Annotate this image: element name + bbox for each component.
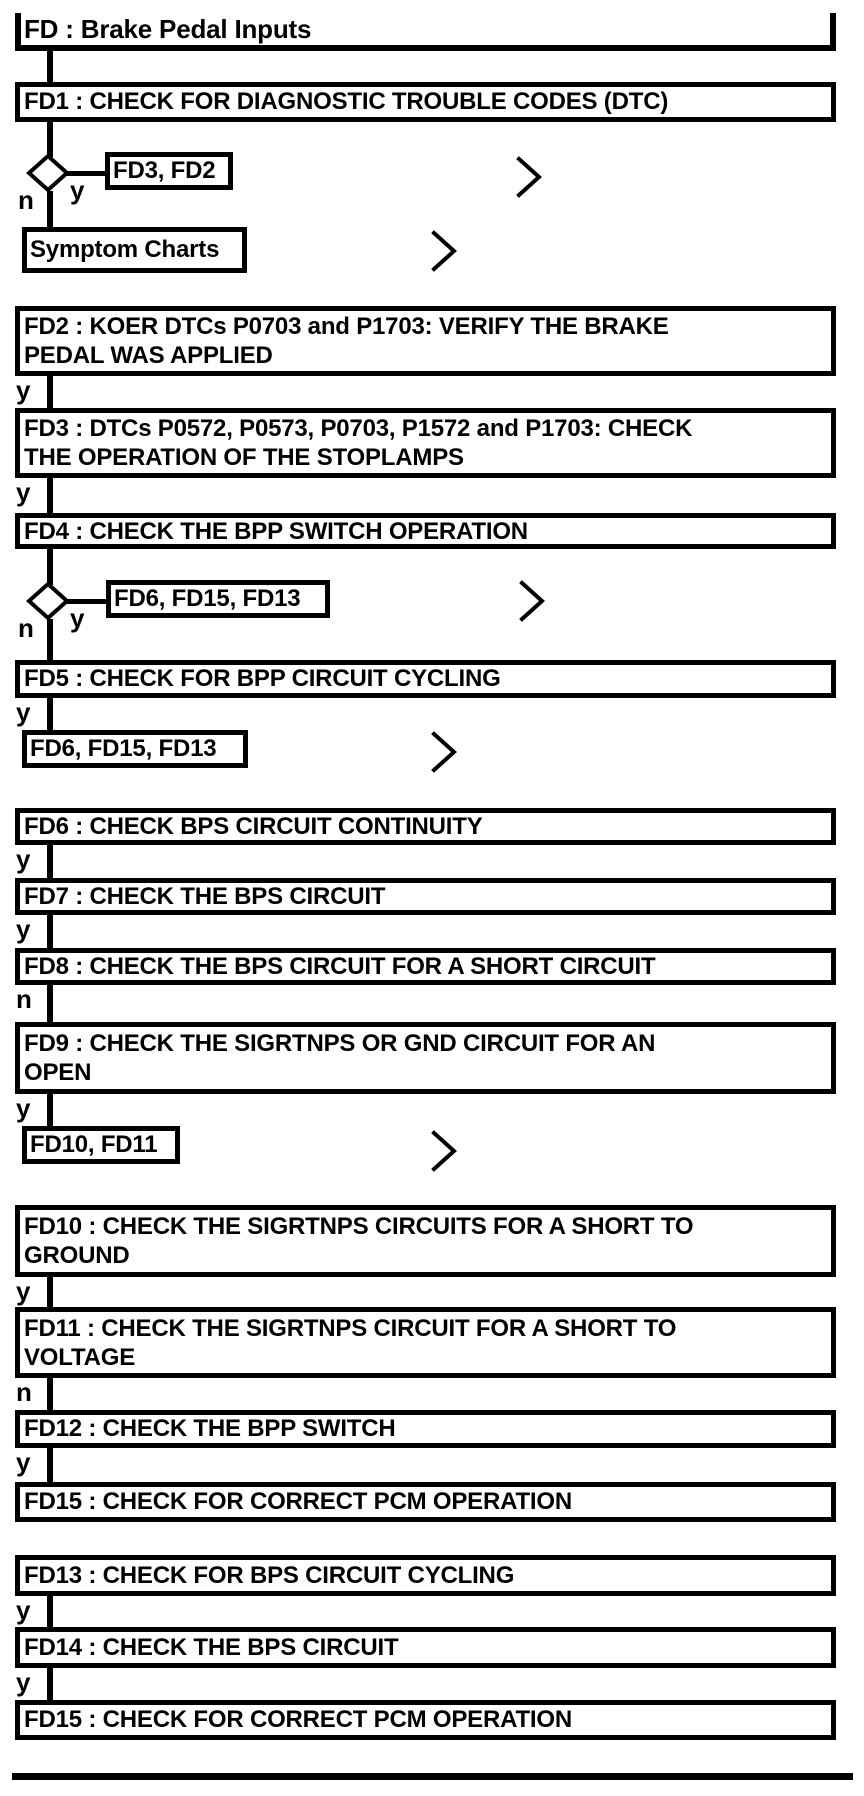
bottom-separator-rule bbox=[12, 1773, 853, 1780]
node-fd4-text: FD4 : CHECK THE BPP SWITCH OPERATION bbox=[24, 517, 528, 545]
branch-target-fd4-yes[interactable]: FD6, FD15, FD13 bbox=[106, 580, 330, 618]
branch-target-fd1-yes-label: FD3, FD2 bbox=[113, 157, 216, 184]
branch-target-fd1-no[interactable]: Symptom Charts bbox=[22, 227, 247, 273]
node-fd15-a-text: FD15 : CHECK FOR CORRECT PCM OPERATION bbox=[24, 1488, 572, 1515]
label-yes-fd12: y bbox=[16, 1447, 31, 1477]
node-fd9-line2: OPEN bbox=[24, 1059, 92, 1086]
node-fd10[interactable]: FD10 : CHECK THE SIGRTNPS CIRCUITS FOR A… bbox=[15, 1205, 836, 1277]
connector-diamond-symptom bbox=[47, 191, 53, 227]
node-fd2-line1: FD2 : KOER DTCs P0703 and P1703: VERIFY … bbox=[24, 313, 669, 340]
node-fd2-line2: PEDAL WAS APPLIED bbox=[24, 342, 273, 369]
label-yes-fd1: y bbox=[70, 175, 85, 205]
connector-fd4-diamond bbox=[47, 549, 53, 585]
node-fd12-text: FD12 : CHECK THE BPP SWITCH bbox=[24, 1415, 396, 1442]
connector-fd1-diamond bbox=[47, 122, 53, 157]
connector-fd1-yes bbox=[66, 171, 106, 176]
branch-target-fd1-no-label: Symptom Charts bbox=[30, 236, 220, 263]
connector-fd14-fd15 bbox=[47, 1668, 53, 1700]
label-yes-fd5: y bbox=[16, 697, 31, 727]
branch-target-fd9-yes-label: FD10, FD11 bbox=[30, 1131, 158, 1158]
node-fd8-text: FD8 : CHECK THE BPS CIRCUIT FOR A SHORT … bbox=[24, 953, 656, 980]
title-box-bottom-edge bbox=[15, 45, 836, 51]
node-fd9-line1: FD9 : CHECK THE SIGRTNPS OR GND CIRCUIT … bbox=[24, 1030, 656, 1057]
node-fd12[interactable]: FD12 : CHECK THE BPP SWITCH bbox=[15, 1410, 836, 1448]
page-title: FD : Brake Pedal Inputs bbox=[24, 14, 312, 44]
connector-fd10-fd11 bbox=[47, 1277, 53, 1307]
label-yes-fd10: y bbox=[16, 1276, 31, 1306]
label-yes-fd14: y bbox=[16, 1667, 31, 1697]
connector-fd13-fd14 bbox=[47, 1596, 53, 1627]
connector-fd4-yes bbox=[66, 599, 108, 604]
label-yes-fd7: y bbox=[16, 914, 31, 944]
node-fd6[interactable]: FD6 : CHECK BPS CIRCUIT CONTINUITY bbox=[15, 808, 836, 845]
node-fd10-line1: FD10 : CHECK THE SIGRTNPS CIRCUITS FOR A… bbox=[24, 1213, 694, 1240]
node-fd11-line1: FD11 : CHECK THE SIGRTNPS CIRCUIT FOR A … bbox=[24, 1314, 677, 1342]
label-no-fd1: n bbox=[18, 185, 34, 215]
branch-target-fd9-yes[interactable]: FD10, FD11 bbox=[22, 1126, 180, 1164]
node-fd11-line2: VOLTAGE bbox=[24, 1343, 136, 1371]
branch-target-fd4-yes-label: FD6, FD15, FD13 bbox=[114, 585, 301, 612]
connector-fd12-fd15 bbox=[47, 1448, 53, 1482]
title-box-right-edge bbox=[830, 13, 836, 51]
node-fd15-b[interactable]: FD15 : CHECK FOR CORRECT PCM OPERATION bbox=[15, 1700, 836, 1740]
label-yes-fd2: y bbox=[16, 375, 31, 405]
node-fd7-text: FD7 : CHECK THE BPS CIRCUIT bbox=[24, 883, 386, 910]
node-fd9[interactable]: FD9 : CHECK THE SIGRTNPS OR GND CIRCUIT … bbox=[15, 1022, 836, 1094]
node-fd3-line1: FD3 : DTCs P0572, P0573, P0703, P1572 an… bbox=[24, 415, 693, 442]
connector-fd3-fd4 bbox=[47, 478, 53, 513]
decision-diamond-fd4 bbox=[26, 581, 70, 621]
title-box-left-edge bbox=[15, 13, 21, 51]
label-no-fd11: n bbox=[16, 1377, 32, 1407]
connector-fd2-fd3 bbox=[47, 376, 53, 408]
node-fd13[interactable]: FD13 : CHECK FOR BPS CIRCUIT CYCLING bbox=[15, 1555, 836, 1596]
node-fd2[interactable]: FD2 : KOER DTCs P0703 and P1703: VERIFY … bbox=[15, 306, 836, 376]
label-yes-fd13: y bbox=[16, 1595, 31, 1625]
node-fd15-a[interactable]: FD15 : CHECK FOR CORRECT PCM OPERATION bbox=[15, 1482, 836, 1522]
branch-target-fd1-yes[interactable]: FD3, FD2 bbox=[105, 152, 233, 190]
node-fd4[interactable]: FD4 : CHECK THE BPP SWITCH OPERATION bbox=[15, 513, 836, 549]
continue-chevron-icon bbox=[519, 580, 545, 622]
node-fd1-text: FD1 : CHECK FOR DIAGNOSTIC TROUBLE CODES… bbox=[24, 88, 669, 115]
node-fd7[interactable]: FD7 : CHECK THE BPS CIRCUIT bbox=[15, 878, 836, 915]
continue-chevron-icon bbox=[431, 230, 457, 272]
node-fd11[interactable]: FD11 : CHECK THE SIGRTNPS CIRCUIT FOR A … bbox=[15, 1307, 836, 1378]
connector-fd11-fd12 bbox=[47, 1378, 53, 1410]
label-yes-fd4: y bbox=[70, 603, 85, 633]
node-fd8[interactable]: FD8 : CHECK THE BPS CIRCUIT FOR A SHORT … bbox=[15, 948, 836, 985]
label-yes-fd9: y bbox=[16, 1093, 31, 1123]
node-fd15-b-text: FD15 : CHECK FOR CORRECT PCM OPERATION bbox=[24, 1706, 572, 1733]
node-fd3-line2: THE OPERATION OF THE STOPLAMPS bbox=[24, 444, 464, 471]
continue-chevron-icon bbox=[431, 1130, 457, 1172]
label-yes-fd3: y bbox=[16, 477, 31, 507]
node-fd1[interactable]: FD1 : CHECK FOR DIAGNOSTIC TROUBLE CODES… bbox=[15, 82, 836, 122]
connector-fd9-target bbox=[47, 1094, 53, 1126]
node-fd14-text: FD14 : CHECK THE BPS CIRCUIT bbox=[24, 1634, 399, 1661]
connector-fd7-fd8 bbox=[47, 915, 53, 948]
continue-chevron-icon bbox=[431, 731, 457, 773]
label-yes-fd6: y bbox=[16, 844, 31, 874]
label-no-fd8: n bbox=[16, 984, 32, 1014]
node-fd13-text: FD13 : CHECK FOR BPS CIRCUIT CYCLING bbox=[24, 1562, 515, 1589]
connector-fd5-target bbox=[47, 698, 53, 730]
connector-fd8-fd9 bbox=[47, 985, 53, 1022]
connector-title-fd1 bbox=[47, 51, 53, 82]
node-fd10-line2: GROUND bbox=[24, 1242, 130, 1269]
branch-target-fd5-yes-label: FD6, FD15, FD13 bbox=[30, 735, 217, 762]
node-fd5[interactable]: FD5 : CHECK FOR BPP CIRCUIT CYCLING bbox=[15, 660, 836, 698]
branch-target-fd5-yes[interactable]: FD6, FD15, FD13 bbox=[22, 730, 248, 768]
decision-diamond-fd1 bbox=[26, 153, 70, 193]
continue-chevron-icon bbox=[516, 156, 542, 198]
connector-fd6-fd7 bbox=[47, 845, 53, 878]
node-fd6-text: FD6 : CHECK BPS CIRCUIT CONTINUITY bbox=[24, 813, 483, 840]
label-no-fd4: n bbox=[18, 613, 34, 643]
node-fd3[interactable]: FD3 : DTCs P0572, P0573, P0703, P1572 an… bbox=[15, 408, 836, 478]
node-fd5-text: FD5 : CHECK FOR BPP CIRCUIT CYCLING bbox=[24, 665, 501, 692]
connector-diamond-fd5 bbox=[47, 619, 53, 660]
node-fd14[interactable]: FD14 : CHECK THE BPS CIRCUIT bbox=[15, 1627, 836, 1668]
